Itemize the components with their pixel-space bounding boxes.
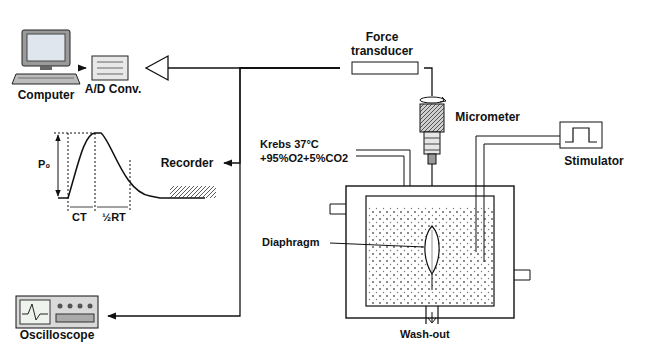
force-label: P₀ xyxy=(38,158,50,171)
converter-node: A/D Conv. xyxy=(80,52,146,98)
time-label: ½RT xyxy=(102,211,126,224)
tissue-label: Diaphragm xyxy=(262,236,319,249)
recorder-node: Recorder xyxy=(150,150,224,176)
transducer-node: Force transducer xyxy=(340,28,424,78)
outlet-label: Wash-out xyxy=(400,328,450,341)
transducer-body xyxy=(352,62,418,74)
signal-connector xyxy=(80,67,86,68)
diaphragm-strip xyxy=(425,226,439,290)
solution-label: Krebs 37°C xyxy=(260,138,319,151)
micrometer-node: Micrometer xyxy=(408,96,524,166)
ad-converter-detail xyxy=(97,62,123,74)
amplifier-symbol xyxy=(146,56,168,80)
node-label: A/D Conv. xyxy=(85,82,141,96)
organ-bath xyxy=(330,186,530,324)
node-label: Stimulator xyxy=(564,154,623,168)
oscilloscope-icon xyxy=(16,296,98,328)
signal-connector xyxy=(108,68,340,316)
node-label: Micrometer xyxy=(455,110,520,124)
node-label: Computer xyxy=(18,88,75,102)
signal-connector xyxy=(224,68,340,163)
computer-node: Computer xyxy=(6,14,86,104)
leader-line xyxy=(330,243,424,247)
oscilloscope-node: Oscilloscope xyxy=(6,292,108,344)
gas-label: +95%O2+5%CO2 xyxy=(260,152,348,165)
ad-converter-box xyxy=(92,56,128,80)
stimulator-node: Stimulator xyxy=(548,118,640,170)
time-label: CT xyxy=(72,211,87,224)
signal-connector xyxy=(424,68,432,96)
computer-icon xyxy=(12,30,80,84)
twitch-trace xyxy=(54,133,216,212)
node-label: Recorder xyxy=(161,156,214,170)
node-label: Oscilloscope xyxy=(20,328,95,342)
node-label: Force transducer xyxy=(344,30,420,58)
stimulator-symbol xyxy=(476,122,602,262)
